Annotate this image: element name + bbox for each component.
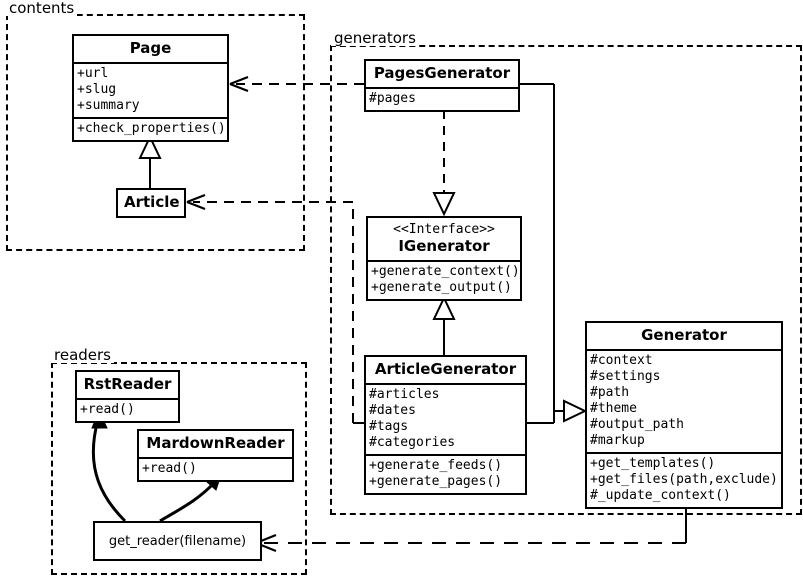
class-page-title: Page xyxy=(129,39,172,57)
attribute: #theme xyxy=(590,401,637,416)
package-generators xyxy=(330,45,802,515)
class-page-attributes: +url +slug +summary xyxy=(74,62,227,117)
operation: +read() xyxy=(80,402,135,417)
class-page-operations: +check_properties() xyxy=(74,117,227,140)
class-articlegenerator[interactable]: ArticleGenerator #articles #dates #tags … xyxy=(364,355,527,495)
attribute: #markup xyxy=(590,433,645,448)
function-get-reader[interactable]: get_reader(filename) xyxy=(93,521,262,561)
attribute: #settings xyxy=(590,369,661,384)
class-pagesgenerator-attributes: #pages xyxy=(366,87,518,110)
class-article[interactable]: Article xyxy=(116,188,186,218)
class-igenerator-name: IGenerator xyxy=(398,237,490,255)
operation: +generate_output() xyxy=(371,280,512,295)
package-contents-label: contents xyxy=(6,0,78,16)
class-articlegenerator-operations: +generate_feeds() +generate_pages() xyxy=(366,454,525,493)
attribute: +slug xyxy=(77,82,117,97)
package-contents xyxy=(6,14,305,251)
attribute: #tags xyxy=(369,419,409,434)
attribute: #dates xyxy=(369,403,416,418)
operation: +generate_feeds() xyxy=(369,458,503,473)
attribute: #path xyxy=(590,385,630,400)
operation: +generate_pages() xyxy=(369,474,503,489)
package-generators-label: generators xyxy=(331,30,419,46)
class-mardownreader-title: MardownReader xyxy=(146,434,285,452)
class-igenerator-operations: +generate_context() +generate_output() xyxy=(368,260,520,299)
attribute: #output_path xyxy=(590,417,684,432)
class-article-title: Article xyxy=(124,193,180,211)
attribute: +url xyxy=(77,66,109,81)
attribute: #pages xyxy=(369,91,416,106)
operation: +get_files(path,exclude) xyxy=(590,472,778,487)
class-generator-operations: +get_templates() +get_files(path,exclude… xyxy=(587,452,781,507)
class-generator-attributes: #context #settings #path #theme #output_… xyxy=(587,349,781,452)
attribute: +summary xyxy=(77,98,140,113)
class-mardownreader[interactable]: MardownReader +read() xyxy=(137,429,294,482)
class-pagesgenerator-title: PagesGenerator xyxy=(373,64,511,82)
operation: +generate_context() xyxy=(371,264,520,279)
class-articlegenerator-title: ArticleGenerator xyxy=(374,360,517,378)
class-page[interactable]: Page +url +slug +summary +check_properti… xyxy=(72,34,229,142)
function-get-reader-label: get_reader(filename) xyxy=(108,533,247,549)
operation: #_update_context() xyxy=(590,488,731,503)
class-mardownreader-operations: +read() xyxy=(139,457,292,480)
class-pagesgenerator[interactable]: PagesGenerator #pages xyxy=(364,59,520,112)
package-readers xyxy=(51,362,307,575)
class-generator-title: Generator xyxy=(641,326,727,344)
operation: +get_templates() xyxy=(590,456,716,471)
class-igenerator[interactable]: <<Interface>> IGenerator +generate_conte… xyxy=(366,216,522,301)
class-igenerator-stereotype: <<Interface>> xyxy=(393,222,495,237)
class-rstreader-title: RstReader xyxy=(83,375,172,393)
class-rstreader-operations: +read() xyxy=(77,398,178,421)
attribute: #articles xyxy=(369,387,440,402)
attribute: #context xyxy=(590,353,653,368)
operation: +read() xyxy=(142,461,197,476)
package-readers-label: readers xyxy=(51,347,114,363)
class-generator[interactable]: Generator #context #settings #path #them… xyxy=(585,321,783,509)
class-articlegenerator-attributes: #articles #dates #tags #categories xyxy=(366,383,525,454)
attribute: #categories xyxy=(369,435,456,450)
operation: +check_properties() xyxy=(77,121,226,136)
class-rstreader[interactable]: RstReader +read() xyxy=(75,370,180,423)
class-igenerator-title: <<Interface>> IGenerator xyxy=(368,218,520,260)
